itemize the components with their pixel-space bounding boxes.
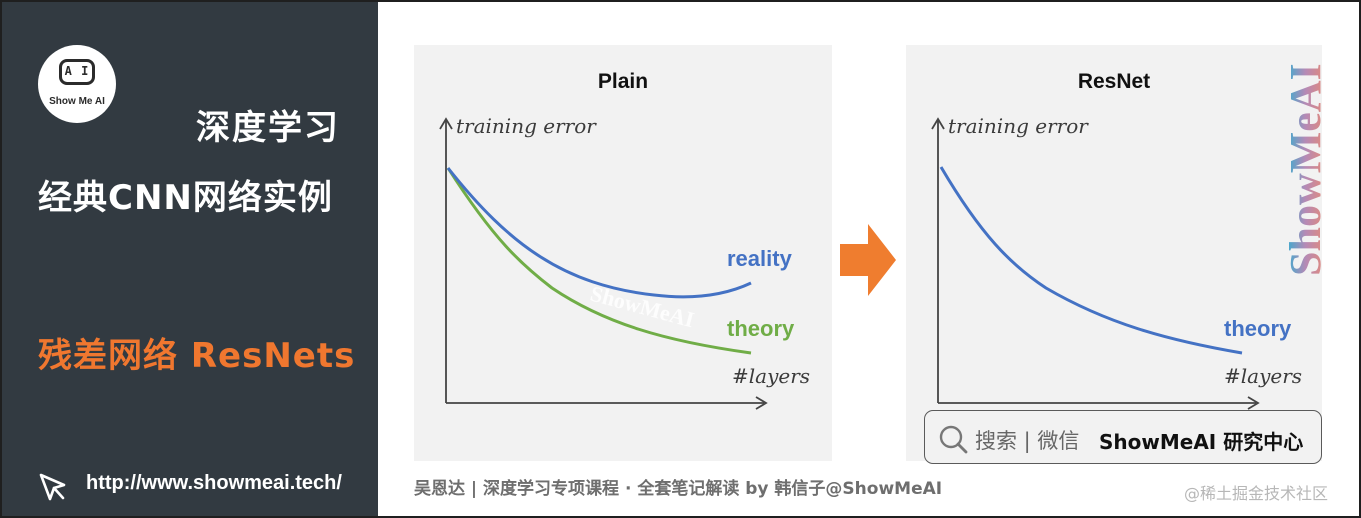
plain-x-label: #layers	[732, 364, 810, 388]
juejin-watermark: @稀土掘金技术社区	[1184, 484, 1329, 503]
wechat-search-box[interactable]: 搜索 | 微信 ShowMeAI 研究中心	[924, 410, 1322, 464]
topic-title: 残差网络 ResNets	[38, 336, 356, 376]
plain-y-label: training error	[456, 114, 597, 138]
resnet-theory-curve	[939, 166, 1243, 355]
search-icon	[939, 425, 968, 454]
plain-reality-curve	[446, 167, 752, 299]
robot-face-icon: A I	[59, 59, 95, 85]
resnet-x-axis-arrow	[1247, 396, 1260, 410]
resnet-y-axis-arrow	[931, 117, 945, 130]
resnet-title: ResNet	[1078, 70, 1150, 93]
plain-network-panel: Plain training error #layers ShowMeAI re…	[414, 45, 832, 461]
transition-arrow-icon	[840, 224, 896, 296]
plain-y-axis-arrow	[439, 117, 453, 130]
search-brand: ShowMeAI 研究中心	[1099, 430, 1304, 454]
plain-x-axis-arrow	[755, 396, 768, 410]
resnet-error-diagram: ResNet training error #layers theory	[931, 70, 1302, 410]
reality-label: reality	[727, 246, 793, 271]
plain-error-diagram: Plain training error #layers ShowMeAI re…	[439, 70, 810, 410]
resnet-panel: ResNet training error #layers theory	[906, 45, 1322, 461]
logo-text: Show Me AI	[49, 96, 105, 107]
resnet-x-label: #layers	[1224, 364, 1302, 388]
plain-theory-curve	[446, 167, 752, 355]
search-label: 搜索 | 微信	[975, 429, 1080, 453]
plain-theory-label: theory	[727, 316, 795, 341]
vertical-brand-watermark: ShowMeAI	[1282, 63, 1330, 276]
resnet-theory-label: theory	[1224, 316, 1292, 341]
course-title: 深度学习	[196, 108, 340, 148]
logo-face-text: A I	[64, 64, 90, 78]
sidebar: A I Show Me AI 深度学习 经典CNN网络实例 残差网络 ResNe…	[2, 2, 378, 516]
vertical-watermark-text: ShowMeAI	[1282, 63, 1330, 276]
course-caption: 吴恩达 | 深度学习专项课程 · 全套笔记解读 by 韩信子@ShowMeAI	[414, 479, 943, 499]
cursor-click-icon	[39, 473, 66, 501]
website-link[interactable]: http://www.showmeai.tech/	[86, 472, 342, 494]
plain-watermark: ShowMeAI	[588, 281, 697, 333]
showmeai-logo[interactable]: A I Show Me AI	[38, 45, 116, 123]
section-title: 经典CNN网络实例	[38, 178, 333, 218]
resnet-y-label: training error	[948, 114, 1089, 138]
plain-title: Plain	[598, 70, 648, 93]
